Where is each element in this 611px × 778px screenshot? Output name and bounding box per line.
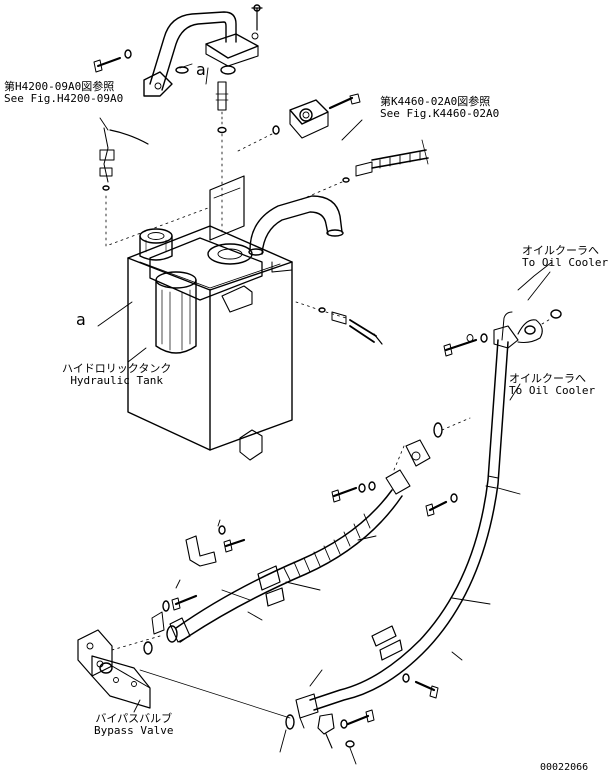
oil-cooler-2-en: To Oil Cooler — [509, 384, 596, 397]
oil-cooler-label-2: オイルクーラへ To Oil Cooler — [509, 373, 595, 397]
drawing-number: 00022066 — [540, 762, 589, 773]
ref-k4460-jp: 第K4460-02A0図参照 — [380, 95, 491, 108]
bolt-set-lower-left — [143, 594, 198, 655]
oil-cooler-1-jp: オイルクーラへ — [522, 244, 599, 257]
oil-cooler-hose-long — [285, 309, 562, 730]
top-pipe-drawing — [143, 4, 263, 97]
marker-a-top: a — [196, 60, 206, 79]
ref-h4200-jp: 第H4200-09A0図参照 — [4, 80, 115, 93]
bracket-left — [185, 525, 246, 567]
oil-cooler-label-1: オイルクーラへ To Oil Cooler — [522, 245, 608, 269]
bypass-valve-jp: バイパスバルブ — [95, 712, 173, 725]
return-pipe-drawing — [248, 195, 344, 256]
ref-h4200-en: See Fig.H4200-09A0 — [4, 92, 124, 105]
flange-block — [235, 93, 361, 153]
bolt-set-top-left — [93, 49, 193, 74]
oil-cooler-1-en: To Oil Cooler — [522, 256, 609, 269]
bypass-valve-en: Bypass Valve — [94, 724, 174, 737]
hydraulic-tank-drawing — [127, 175, 293, 461]
bypass-valve-label: バイパスバルブ Bypass Valve — [94, 713, 173, 737]
upper-right-hose — [299, 139, 429, 201]
hydraulic-tank-jp: ハイドロリックタンク — [62, 362, 172, 375]
bypass-hose — [166, 469, 411, 643]
leader-lines — [97, 67, 553, 765]
bottom-elbow — [317, 709, 375, 749]
filter-housing-drawing — [139, 228, 263, 354]
sensor-fitting — [99, 127, 209, 247]
connector-block — [393, 417, 471, 471]
ref-k4460-en: See Fig.K4460-02A0 — [380, 107, 500, 120]
hydraulic-tank-label: ハイドロリックタンク Hydraulic Tank — [62, 363, 171, 387]
bypass-valve-drawing — [77, 629, 291, 719]
bolt-set-right-upper — [443, 333, 488, 357]
marker-a-left: a — [76, 310, 86, 329]
drain-plug — [295, 301, 383, 345]
bolt-set-middle — [331, 481, 376, 503]
ref-h4200-label: 第H4200-09A0図参照 See Fig.H4200-09A0 — [4, 81, 123, 105]
bolt-set-lower-right — [402, 673, 439, 699]
ref-k4460-label: 第K4460-02A0図参照 See Fig.K4460-02A0 — [380, 96, 499, 120]
plug-part — [215, 81, 229, 237]
hydraulic-tank-en: Hydraulic Tank — [70, 374, 164, 387]
bolt-set-right-middle — [425, 493, 458, 517]
oil-cooler-2-jp: オイルクーラへ — [509, 372, 586, 385]
